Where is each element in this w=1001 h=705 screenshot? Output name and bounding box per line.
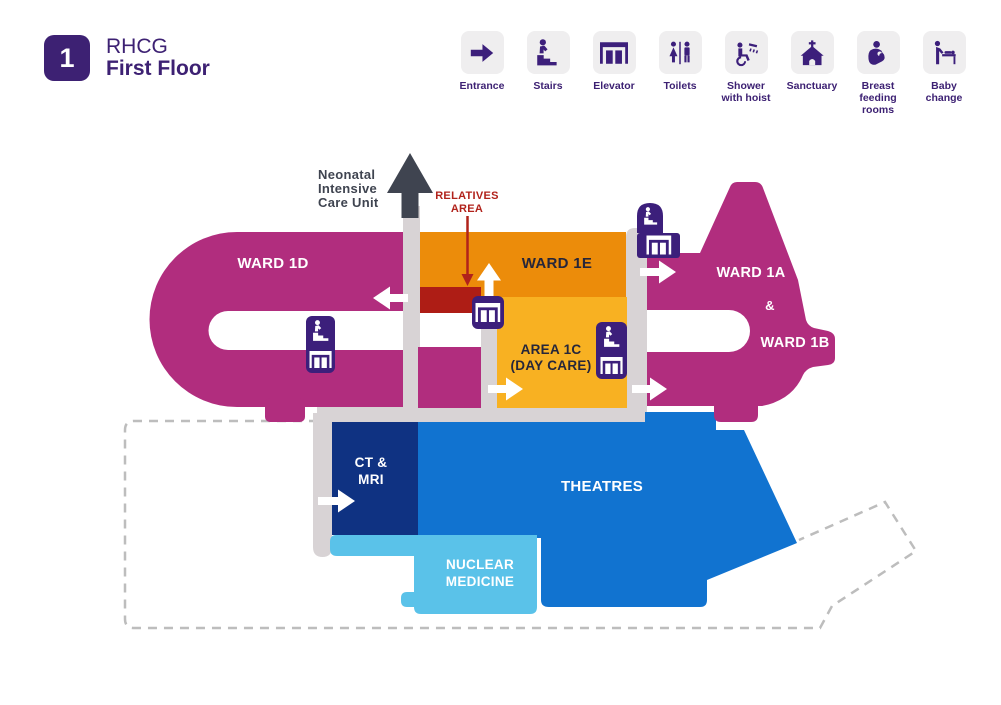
legend-label: Toilets — [663, 80, 697, 92]
area-1c-label-line2: (DAY CARE) — [510, 358, 591, 373]
ward-1d-tab — [265, 398, 305, 422]
ct-mri-label-line1: CT & — [355, 455, 388, 470]
neonatal-exit-arrow — [387, 153, 433, 218]
ward-1a-1b-courtyard — [647, 310, 750, 352]
corridor-left-vertical — [313, 413, 332, 557]
area-1c-label-line1: AREA 1C — [521, 342, 582, 357]
corridor-horizontal — [317, 407, 647, 422]
arrow-up-to-relatives — [477, 263, 501, 297]
legend-item-elevator: Elevator — [581, 31, 647, 116]
ct-mri-area — [332, 422, 418, 535]
site-outline-dashed — [123, 419, 918, 630]
ward-1d-courtyard — [208, 311, 403, 350]
stairs-elevator-icon-ward-1d — [306, 316, 335, 373]
stairs-icon — [526, 31, 570, 74]
legend-item-stairs: Stairs — [515, 31, 581, 116]
shower-with-hoist-icon — [724, 31, 768, 74]
stairs-elevator-icon-ward-1a — [637, 203, 680, 258]
ward-1a-1b-area — [647, 182, 835, 422]
building-code: RHCG — [106, 35, 168, 58]
relatives-label-line2: AREA — [451, 203, 483, 215]
theatres-area — [418, 412, 797, 607]
legend-item-entrance: Entrance — [449, 31, 515, 116]
legend-label: Breast feeding rooms — [859, 80, 897, 117]
ward-1e-area — [420, 232, 626, 297]
arrow-right-to-ct-mri — [318, 489, 355, 513]
ct-mri-label-line2: MRI — [358, 472, 384, 487]
legend-label: Baby change — [925, 80, 963, 105]
legend-label: Stairs — [533, 80, 563, 92]
ward-block-south-of-relatives — [418, 347, 481, 408]
page-title: RHCG First Floor — [106, 36, 210, 80]
legend-label: Shower with hoist — [721, 80, 771, 105]
theatres-label: THEATRES — [561, 478, 643, 495]
ward-1e-label: WARD 1E — [522, 255, 592, 272]
relatives-area-block — [420, 287, 481, 313]
map-legend: Entrance Stairs Elevator — [449, 31, 977, 116]
ward-1b-label: WARD 1B — [761, 335, 830, 351]
arrow-right-to-area-1c — [488, 377, 523, 401]
arrow-left-to-ward-1d — [373, 286, 408, 310]
legend-item-baby-change: Baby change — [911, 31, 977, 116]
floor-number-badge: 1 — [44, 35, 90, 81]
ward-1a-1b-joiner-label: & — [765, 298, 775, 313]
stairs-elevator-icon-area-1c — [596, 322, 627, 379]
relatives-annotation-arrow — [461, 216, 474, 286]
sanctuary-icon — [790, 31, 834, 74]
baby-change-icon — [922, 31, 966, 74]
corridor-main-vertical — [403, 206, 420, 422]
floor-name: First Floor — [106, 57, 210, 80]
nuclear-medicine-label-line2: MEDICINE — [446, 574, 514, 589]
neonatal-label-line1: Neonatal — [318, 167, 375, 182]
neonatal-label-line3: Care Unit — [318, 195, 379, 210]
corridor-right-vertical — [626, 228, 647, 422]
ward-1a-label: WARD 1A — [717, 265, 786, 281]
neonatal-label-line2: Intensive — [318, 181, 377, 196]
legend-item-shower-with-hoist: Shower with hoist — [713, 31, 779, 116]
legend-item-toilets: Toilets — [647, 31, 713, 116]
legend-item-breast-feeding-rooms: Breast feeding rooms — [845, 31, 911, 116]
nuclear-medicine-label-line1: NUCLEAR — [446, 557, 514, 572]
nuclear-medicine-area — [330, 535, 537, 614]
toilets-icon — [658, 31, 702, 74]
arrow-right-to-ward-1a — [640, 260, 676, 284]
elevator-icon-relatives — [472, 296, 504, 329]
legend-label: Elevator — [593, 80, 635, 92]
legend-item-sanctuary: Sanctuary — [779, 31, 845, 116]
legend-label: Sanctuary — [786, 80, 838, 92]
relatives-label-line1: RELATIVES — [435, 190, 499, 202]
breast-feeding-rooms-icon — [856, 31, 900, 74]
entrance-icon — [460, 31, 504, 74]
arrow-right-to-ward-1b — [632, 377, 667, 401]
legend-label: Entrance — [459, 80, 505, 92]
ward-1d-label: WARD 1D — [237, 255, 308, 272]
floor-number: 1 — [59, 42, 75, 73]
elevator-icon — [592, 31, 636, 74]
